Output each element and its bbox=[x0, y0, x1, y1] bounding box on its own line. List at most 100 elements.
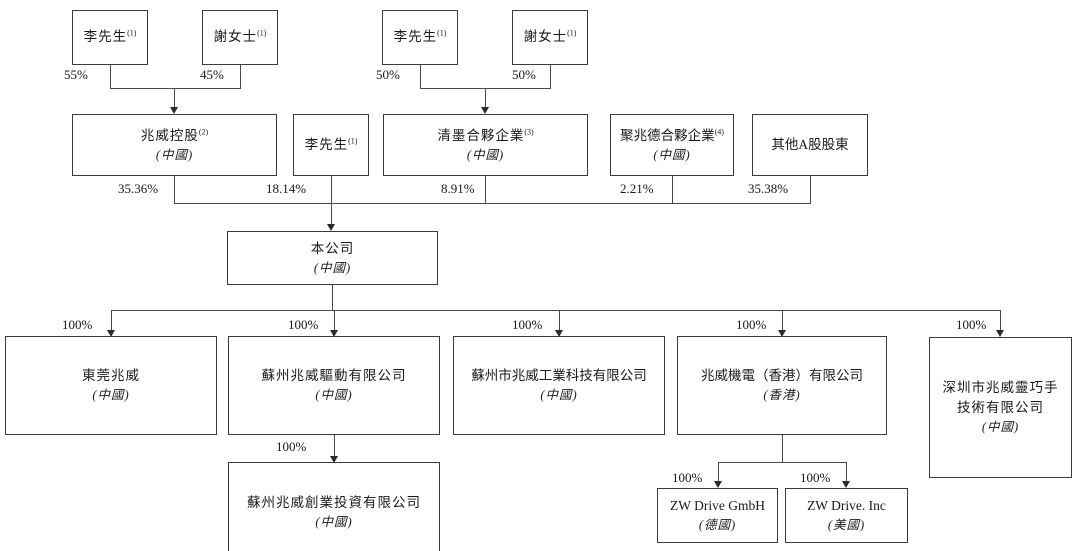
node-label: 兆威機電（香港）有限公司 bbox=[701, 368, 863, 383]
connector-line bbox=[111, 310, 1001, 311]
node-suzhou-venture-invest: 蘇州兆威創業投資有限公司 (中國) bbox=[228, 462, 440, 551]
connector-arrowhead bbox=[170, 107, 178, 114]
connector-line bbox=[550, 65, 551, 88]
node-qingmo-partnership: 清墨合夥企業(3) (中國) bbox=[383, 114, 588, 176]
node-country: (中國) bbox=[313, 260, 352, 275]
connector-arrowhead bbox=[330, 456, 338, 463]
connector-line bbox=[331, 176, 332, 203]
node-label: 謝女士(1) bbox=[523, 28, 577, 45]
node-other-a-shareholders: 其他A股股東 bbox=[752, 114, 868, 176]
connector-line bbox=[810, 176, 811, 203]
ownership-percentage-label: 100% bbox=[62, 317, 93, 332]
connector-line bbox=[240, 65, 241, 88]
node-dongguan-zhaowei: 東莞兆威 (中國) bbox=[5, 336, 217, 435]
node-label: 李先生(1) bbox=[83, 28, 137, 45]
node-label: 東莞兆威 bbox=[82, 368, 140, 383]
node-shenzhen-dexhand: 深圳市兆威靈巧手 技術有限公司 (中國) bbox=[929, 337, 1072, 478]
ownership-percentage-label: 35.38% bbox=[748, 181, 789, 196]
ownership-percentage-label: 100% bbox=[800, 470, 831, 485]
node-label: 深圳市兆威靈巧手 bbox=[942, 379, 1059, 395]
connector-line bbox=[559, 310, 560, 330]
node-li-mr-a: 李先生(1) bbox=[72, 10, 148, 65]
connector-arrowhead bbox=[330, 330, 338, 337]
ownership-percentage-label: 35.36% bbox=[118, 181, 159, 196]
connector-line bbox=[174, 88, 175, 107]
ownership-percentage-label: 100% bbox=[736, 317, 767, 332]
connector-line bbox=[110, 88, 241, 89]
node-country: (中國) bbox=[155, 147, 194, 162]
connector-arrowhead bbox=[107, 330, 115, 337]
node-label: ZW Drive GmbH bbox=[670, 498, 765, 513]
node-country: (中國) bbox=[466, 147, 505, 162]
connector-line bbox=[331, 203, 332, 224]
ownership-percentage-label: 18.14% bbox=[266, 181, 307, 196]
connector-arrowhead bbox=[714, 481, 722, 488]
connector-line bbox=[174, 176, 175, 203]
node-xie-ms-a: 謝女士(1) bbox=[202, 10, 278, 65]
connector-line bbox=[1000, 310, 1001, 330]
ownership-percentage-label: 50% bbox=[512, 67, 536, 82]
node-country: (中國) bbox=[315, 514, 353, 529]
connector-line bbox=[718, 462, 719, 481]
node-country: (中國) bbox=[540, 388, 578, 403]
connector-line bbox=[782, 435, 783, 462]
node-country: (中國) bbox=[653, 147, 691, 162]
ownership-percentage-label: 55% bbox=[64, 67, 88, 82]
connector-line bbox=[718, 462, 847, 463]
connector-line bbox=[672, 176, 673, 203]
connector-line bbox=[485, 88, 486, 107]
ownership-percentage-label: 100% bbox=[276, 439, 307, 454]
node-country: (中國) bbox=[92, 388, 130, 403]
connector-line bbox=[782, 310, 783, 330]
node-xie-ms-b: 謝女士(1) bbox=[512, 10, 588, 65]
node-label-line2: 技術有限公司 bbox=[957, 400, 1044, 416]
node-country: (中國) bbox=[315, 388, 353, 403]
connector-line bbox=[174, 203, 811, 204]
connector-arrowhead bbox=[778, 330, 786, 337]
node-the-company: 本公司 (中國) bbox=[227, 231, 438, 285]
connector-arrowhead bbox=[481, 107, 489, 114]
ownership-percentage-label: 100% bbox=[672, 470, 703, 485]
connector-line bbox=[846, 462, 847, 481]
node-zhaowei-hk: 兆威機電（香港）有限公司 (香港) bbox=[677, 336, 887, 435]
node-country: (德國) bbox=[698, 518, 737, 533]
ownership-percentage-label: 50% bbox=[376, 67, 400, 82]
node-li-mr-b: 李先生(1) bbox=[382, 10, 458, 65]
connector-arrowhead bbox=[996, 330, 1004, 337]
ownership-percentage-label: 2.21% bbox=[620, 181, 654, 196]
connector-line bbox=[485, 176, 486, 203]
ownership-percentage-label: 45% bbox=[200, 67, 224, 82]
node-label: 蘇州兆威驅動有限公司 bbox=[261, 368, 407, 383]
connector-line bbox=[110, 65, 111, 88]
ownership-percentage-label: 100% bbox=[288, 317, 319, 332]
connector-arrowhead bbox=[842, 481, 850, 488]
node-suzhou-drive: 蘇州兆威驅動有限公司 (中國) bbox=[228, 336, 440, 435]
node-label: 謝女士(1) bbox=[213, 28, 267, 45]
node-label: 其他A股股東 bbox=[771, 136, 849, 152]
node-zhaowei-holdings: 兆威控股(2) (中國) bbox=[72, 114, 277, 176]
connector-line bbox=[334, 435, 335, 456]
ownership-percentage-label: 8.91% bbox=[441, 181, 475, 196]
node-country: (香港) bbox=[763, 388, 801, 403]
node-country: (美國) bbox=[827, 518, 866, 533]
node-label: 蘇州市兆威工業科技有限公司 bbox=[471, 368, 647, 383]
ownership-percentage-label: 100% bbox=[512, 317, 543, 332]
node-zw-drive-inc: ZW Drive. Inc (美國) bbox=[785, 488, 908, 543]
connector-line bbox=[111, 310, 112, 330]
node-juzhaode-partnership: 聚兆德合夥企業(4) (中國) bbox=[610, 114, 734, 176]
node-label: 清墨合夥企業(3) bbox=[437, 127, 534, 143]
node-country: (中國) bbox=[981, 420, 1020, 435]
node-label: ZW Drive. Inc bbox=[807, 498, 886, 513]
node-label: 本公司 bbox=[310, 240, 355, 256]
connector-arrowhead bbox=[555, 330, 563, 337]
node-label: 李先生(1) bbox=[393, 28, 447, 45]
connector-line bbox=[334, 310, 335, 330]
ownership-percentage-label: 100% bbox=[956, 317, 987, 332]
connector-line bbox=[332, 285, 333, 310]
connector-arrowhead bbox=[327, 224, 335, 231]
connector-line bbox=[420, 65, 421, 88]
node-li-mr-c: 李先生(1) bbox=[293, 114, 369, 176]
node-suzhou-industrial-tech: 蘇州市兆威工業科技有限公司 (中國) bbox=[453, 336, 665, 435]
node-label: 李先生(1) bbox=[304, 136, 358, 152]
